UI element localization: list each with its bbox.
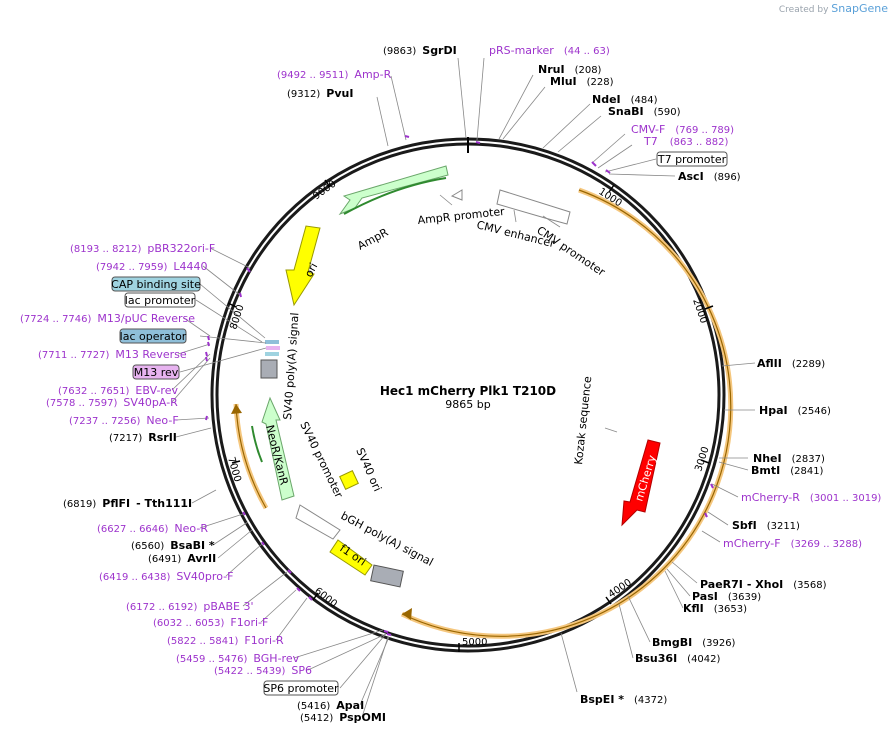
primer-sp6: (5422 .. 5439)SP6 xyxy=(214,664,312,677)
feature-label-neor: NeoR/KanR xyxy=(263,424,291,487)
orf-arrow-main xyxy=(402,608,412,620)
feature-bgh-shape xyxy=(370,564,404,588)
feature-label-kozak: Kozak sequence xyxy=(572,375,594,465)
primer-ebv-rev: (7632 .. 7651)EBV-rev xyxy=(58,384,178,397)
primer-sv40pa-r: (7578 .. 7597)SV40pA-R xyxy=(46,396,178,409)
feature-label-ampr: AmpR xyxy=(355,226,390,253)
feature-m13-shape xyxy=(266,346,280,350)
feature-label-mcherry: mCherry xyxy=(632,453,658,503)
enzyme-bsu36i: Bsu36I(4042) xyxy=(635,652,721,665)
primer-neo-f: (7237 .. 7256)Neo-F xyxy=(69,414,179,427)
primer-prs-marker: pRS-marker(44 .. 63) xyxy=(489,44,610,57)
primer-t7: T7(863 .. 882) xyxy=(643,135,729,148)
box-m13-rev xyxy=(132,364,180,380)
enzyme-nhei: NheI(2837) xyxy=(753,452,825,465)
orf-arc-main-line xyxy=(401,189,732,637)
primer-pbr322ori-f: (8193 .. 8212)pBR322ori-F xyxy=(70,242,215,255)
primer-l4440: (7942 .. 7959)L4440 xyxy=(96,260,208,273)
orf-arrow-neo xyxy=(231,404,242,414)
enzyme-bsabi: (6560)BsaBI * xyxy=(131,539,215,552)
feature-label-cmvpromoter: CMV promoter xyxy=(534,224,607,279)
box-lac-promoter xyxy=(124,292,196,308)
primer-pbabe3: (6172 .. 6192)pBABE 3' xyxy=(126,600,254,613)
box-t7-promoter xyxy=(656,151,728,167)
enzyme-mlui: MluI(228) xyxy=(550,75,614,88)
boxlabel-sp6-promoter: SP6 promoter xyxy=(263,682,339,695)
enzyme-apai: (5416)ApaI xyxy=(297,699,364,712)
enzyme-pspomi: (5412)PspOMI xyxy=(300,711,386,724)
plasmid-name: Hec1 mCherry Plk1 T210D xyxy=(380,384,556,398)
box-cap xyxy=(111,276,201,292)
boxlabel-lac-operator: lac operator xyxy=(120,330,187,343)
enzyme-pflfi: (6819)PflFI- Tth111I xyxy=(63,497,192,510)
feature-lacop-shape xyxy=(265,340,279,344)
orf-arc-neo xyxy=(233,403,269,510)
feature-label-sv40ori: SV40 ori xyxy=(353,446,384,494)
snapgene-credit: Created by SnapGene xyxy=(778,2,888,15)
box-sp6-promoter xyxy=(263,680,339,696)
feature-ampr-shape xyxy=(338,165,449,216)
feature-label-sv40promoter: SV40 promoter xyxy=(297,420,345,501)
primer-mcherry-r: mCherry-R(3001 .. 3019) xyxy=(741,491,881,504)
enzyme-ndei: NdeI(484) xyxy=(592,93,658,106)
enzyme-bmti: BmtI(2841) xyxy=(751,464,824,477)
primer-m13-reverse: (7711 .. 7727)M13 Reverse xyxy=(38,348,187,361)
feature-sv40ori-shape xyxy=(339,470,359,490)
feature-sv40promoter-shape xyxy=(295,504,341,540)
tick-5000: 5000 xyxy=(462,637,487,648)
ruler-ticks xyxy=(227,179,714,652)
enzyme-sbfi: SbfI(3211) xyxy=(732,519,800,532)
feature-f1ori-shape xyxy=(329,539,373,576)
boxlabel-lac-promoter: lac promoter xyxy=(125,294,196,307)
primer-amp-r: (9492 .. 9511)Amp-R xyxy=(277,68,392,81)
tick-8000: 8000 xyxy=(228,303,246,331)
neor-green-line xyxy=(251,425,263,463)
primer-sv40pro-f: (6419 .. 6438)SV40pro-F xyxy=(99,570,233,583)
ampr-green-line xyxy=(343,177,447,215)
boxlabel-t7-promoter: T7 promoter xyxy=(657,153,727,166)
feature-neor-shape xyxy=(261,396,295,501)
feature-sv40polya-shape xyxy=(260,359,278,379)
enzyme-paer7i: PaeR7I- XhoI(3568) xyxy=(700,578,827,591)
enzyme-asci: AscI(896) xyxy=(678,170,741,183)
enzyme-bmgbi: BmgBI(3926) xyxy=(652,636,736,649)
enzyme-pvui: (9312)PvuI xyxy=(287,87,353,100)
enzyme-avrii: (6491)AvrII xyxy=(148,552,216,565)
box-lac-operator xyxy=(119,328,187,344)
enzyme-kfli: KflI(3653) xyxy=(683,602,747,615)
plasmid-size: 9865 bp xyxy=(445,398,490,411)
enzyme-aflii: AflII(2289) xyxy=(757,357,825,370)
enzyme-hpai: HpaI(2546) xyxy=(759,404,831,417)
feature-cmv-shape xyxy=(496,189,571,225)
primer-cmv-f: CMV-F(769 .. 789) xyxy=(631,123,734,136)
feature-mcherry-shape xyxy=(621,439,661,527)
primer-bgh-rev: (5459 .. 5476)BGH-rev xyxy=(176,652,300,665)
feature-amprpromoter-shape xyxy=(450,189,463,201)
feature-label-sv40polya: SV40 poly(A) signal xyxy=(281,312,301,420)
primer-m13puc-reverse: (7724 .. 7746)M13/pUC Reverse xyxy=(20,312,195,325)
orf-arc-main xyxy=(400,187,734,639)
enzyme-nrui: NruI(208) xyxy=(538,63,602,76)
feature-ori-shape xyxy=(285,225,321,307)
feature-cap-shape xyxy=(265,352,279,356)
enzyme-rsrii: (7217)RsrII xyxy=(109,431,177,444)
enzyme-pasi: PasI(3639) xyxy=(692,590,761,603)
primer-f1ori-r: (5822 .. 5841)F1ori-R xyxy=(167,634,284,647)
snapgene-logo: SnapGene xyxy=(831,2,888,15)
primer-f1ori-f: (6032 .. 6053)F1ori-F xyxy=(153,616,268,629)
feature-label-ori: ori xyxy=(302,261,320,280)
enzyme-snabi: SnaBI(590) xyxy=(608,105,681,118)
orf-arc-neo-line xyxy=(235,403,267,509)
primer-neo-r: (6627 .. 6646)Neo-R xyxy=(97,522,208,535)
enzyme-bspei: BspEI *(4372) xyxy=(580,693,667,706)
leader-lines xyxy=(171,57,756,718)
primer-mcherry-f: mCherry-F(3269 .. 3288) xyxy=(723,537,862,550)
enzyme-sgrdi: (9863)SgrDI xyxy=(383,44,457,57)
primer-ticks xyxy=(205,135,714,636)
boxlabel-m13-rev: M13 rev xyxy=(134,366,179,379)
boxlabel-cap: CAP binding site xyxy=(111,278,201,291)
